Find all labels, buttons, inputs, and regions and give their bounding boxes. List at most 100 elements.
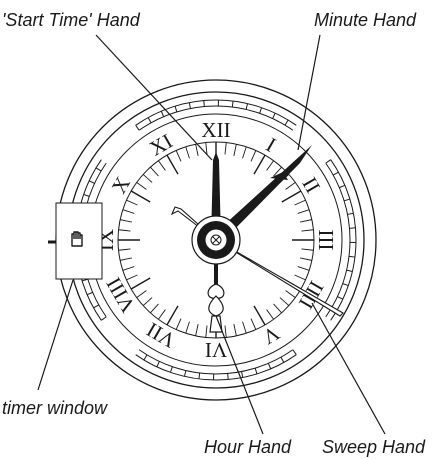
hour-numeral: VIII [101,273,140,316]
bezel-mark [89,181,94,184]
leader-timer-window [38,280,73,390]
bezel-mark [204,101,205,107]
bezel-mark [144,355,147,360]
hour-numeral: III [314,230,338,251]
label-minute-hand: Minute Hand [314,10,417,30]
bezel-mark [343,284,349,286]
minute-tick [300,258,312,260]
hour-numeral: I [262,133,280,157]
minute-tick [196,324,198,336]
minute-tick [143,298,152,306]
bezel-mark [260,108,262,114]
minute-tick [274,304,282,313]
bezel-mark [333,172,338,175]
hour-tick [167,306,178,325]
minute-tick [186,147,190,158]
bezel-mark [175,106,177,112]
minute-tick [143,174,152,182]
bezel-mark [347,270,353,271]
minute-tick [298,210,309,214]
hour-numeral: XI [145,129,176,161]
bezel-mark [161,111,163,117]
minute-tick [126,275,137,280]
minute-tick [137,291,147,298]
minute-tick [243,322,247,333]
bezel-mark [344,199,350,201]
hour-numeral: VI [205,338,227,362]
bezel-mark [242,372,243,378]
minute-tick [251,319,256,330]
minute-tick [123,267,134,271]
minute-tick [150,167,158,176]
minute-tick [243,147,247,158]
bezel-mark [94,305,99,308]
minute-tick [196,144,198,156]
minute-tick [120,220,132,222]
hour-tick [167,155,178,174]
bezel-mark [148,118,151,123]
bezel-mark [281,357,284,362]
minute-tick [120,258,132,260]
minute-tick [267,161,274,171]
bezel-mark [185,371,186,377]
bezel-mark [101,317,106,320]
label-hour-hand: Hour Hand [204,437,292,457]
minute-tick [302,249,314,250]
bezel-mark [348,213,354,214]
minute-tick [267,310,274,320]
timer-window [48,203,102,279]
hour-tick [282,191,301,202]
bezel-mark [285,120,288,125]
hour-numeral: X [107,172,135,197]
minute-tick [286,291,296,298]
bezel-mark [170,367,172,373]
minute-tick [225,326,226,338]
bezel-mark [293,350,296,355]
minute-tick [298,267,309,271]
minute-tick [300,220,312,222]
bezel-mark [326,160,331,163]
minute-tick [158,161,165,171]
label-timer-window: timer window [2,398,108,418]
hour-tick [131,191,150,202]
minute-tick [123,210,134,214]
bezel-mark [349,228,355,229]
minute-tick [280,298,289,306]
leader-hour-hand [216,316,263,434]
minute-tick [158,310,165,320]
minute-tick [206,326,207,338]
minute-tick [186,322,190,333]
minute-tick [137,182,147,189]
hour-tick [131,278,150,289]
center-hub [192,216,240,264]
minute-tick [234,324,236,336]
minute-tick [176,319,181,330]
minute-tick [176,150,181,161]
label-start-time-hand: 'Start Time' Hand [2,10,141,30]
minute-tick [286,182,296,189]
hour-tick [254,306,265,325]
minute-tick [119,249,131,250]
bezel-mark [255,368,257,374]
leader-minute-hand [298,35,320,150]
bezel-mark [228,373,229,379]
hour-numeral: V [258,321,283,349]
hour-numeral: II [297,173,325,197]
bezel-mark [339,185,345,187]
minute-tick [225,143,226,155]
minute-tick [234,144,236,156]
minute-tick [251,150,256,161]
minute-tick [126,200,137,205]
bezel-mark [136,125,139,130]
bezel-mark [337,297,342,300]
hour-numeral: XII [201,118,230,142]
bezel-mark [84,194,90,196]
label-sweep-hand: Sweep Hand [322,437,426,457]
hour-numeral: VII [142,318,179,353]
minute-tick [295,275,306,280]
bezel-mark [96,168,101,171]
minute-tick [119,230,131,231]
bezel-mark [246,104,247,110]
bezel-mark [349,256,355,257]
